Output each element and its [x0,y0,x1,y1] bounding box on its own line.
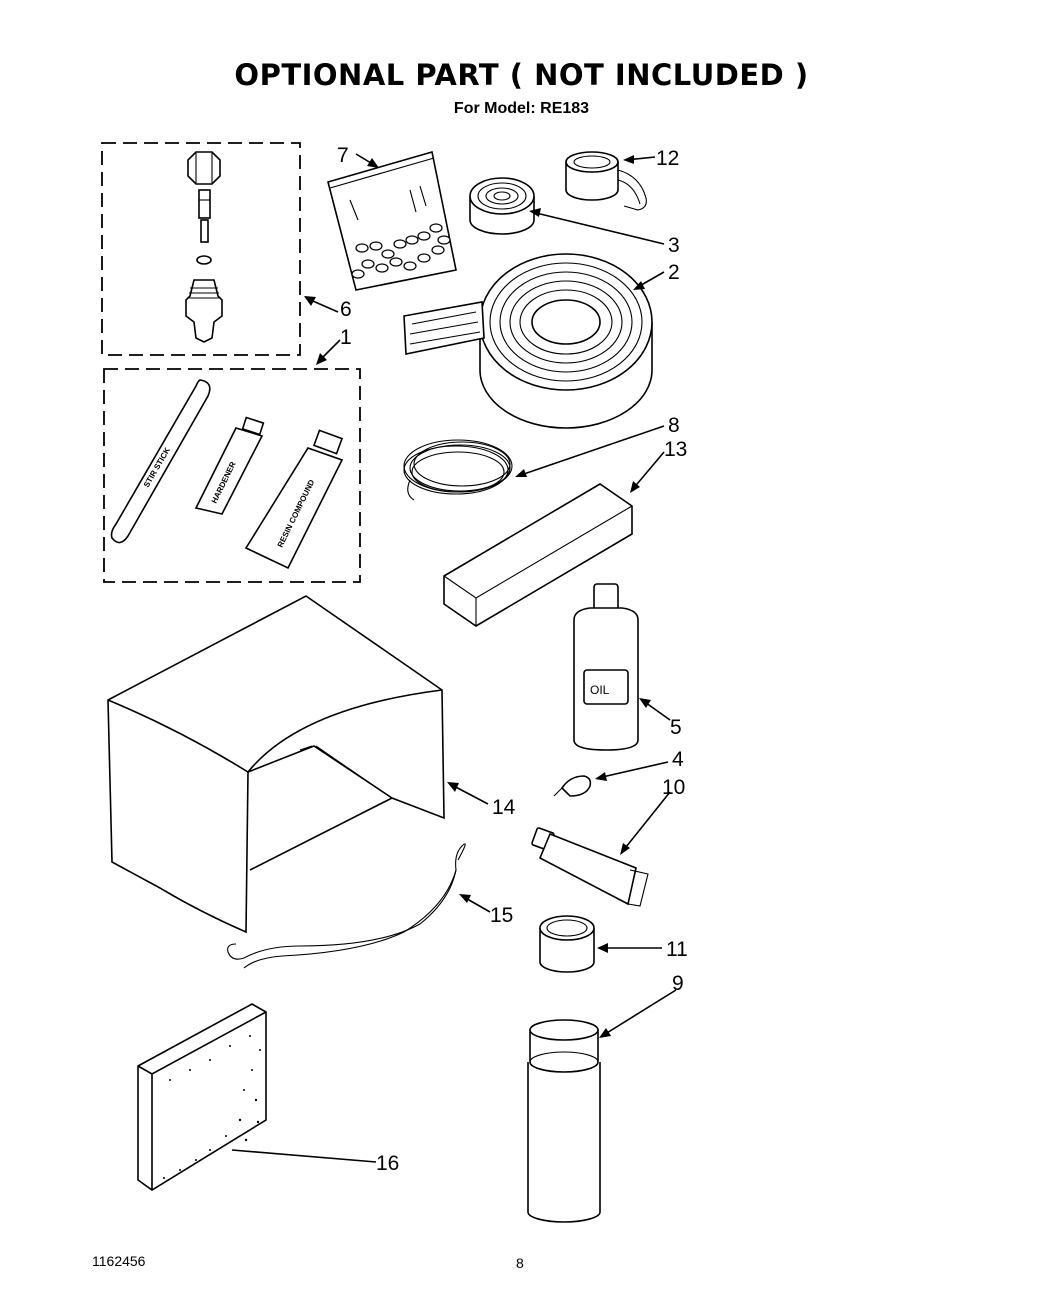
hardener-tube [194,427,264,515]
callout-13-label: 13 [664,438,687,461]
callout-2-label: 2 [668,261,680,284]
callout-3-label: 3 [668,234,680,257]
callout-6-label: 6 [340,298,352,321]
part-8-wire-coil [403,439,513,501]
callout-2: 2 [633,261,680,290]
valve-cap [187,151,221,185]
callout-1-label: 1 [340,326,352,349]
callout-5: 5 [639,698,682,739]
valve-body [185,279,223,343]
oil-label: OIL [590,683,610,697]
document-number: 1162456 [92,1253,146,1269]
callout-12: 12 [623,147,679,170]
callout-8: 8 [515,414,680,477]
stir-stick [110,379,211,544]
part-6-valve-assembly [101,142,301,356]
callout-3: 3 [529,208,680,257]
callout-16-label: 16 [376,1152,399,1175]
callout-7-label: 7 [337,144,349,167]
callout-10-label: 10 [662,776,685,799]
part-4-capsule [553,775,592,797]
resin-compound-tube [244,447,344,570]
callout-4-label: 4 [672,748,684,771]
callout-11-label: 11 [666,938,688,961]
part-9-spray-can [527,1019,601,1223]
part-6-dashed-box [101,142,301,356]
callout-10: 10 [620,776,685,855]
callout-12-label: 12 [656,147,679,170]
callout-16: 16 [231,1149,399,1175]
part-2-insulation-roll [403,253,653,429]
part-12-tape [565,151,647,211]
callout-5-label: 5 [670,716,682,739]
part-16-filter-panel [137,1003,267,1191]
part-3-tape-roll [469,177,535,235]
part-13-foam-strip [443,483,633,627]
model-subtitle: For Model: RE183 [453,100,590,117]
page-title: OPTIONAL PART ( NOT INCLUDED ) [234,58,809,92]
callout-13: 13 [630,438,687,493]
part-11-can [539,915,595,973]
part-7-parts-bag [327,150,457,291]
callout-6: 6 [304,296,352,321]
callout-9-label: 9 [672,972,684,995]
part-1-dashed-box [103,368,361,583]
callout-9: 9 [599,972,684,1038]
part-15-cord [227,843,466,969]
part-1-resin-kit: STIR STICK HARDENER RESIN COMPOUND [103,368,361,583]
part-5-oil-bottle: OIL [573,583,639,751]
callout-15: 15 [459,894,513,927]
part-14-cover [107,595,445,934]
callout-4: 4 [595,748,684,781]
callout-7: 7 [337,144,379,168]
callout-8-label: 8 [668,414,680,437]
page-number: 8 [516,1255,524,1271]
callout-14: 14 [447,782,516,819]
callout-14-label: 14 [492,796,516,819]
part-10-compound-tube [531,827,649,907]
callout-11: 11 [597,938,688,961]
callout-15-label: 15 [490,904,513,927]
callout-1: 1 [316,326,352,365]
